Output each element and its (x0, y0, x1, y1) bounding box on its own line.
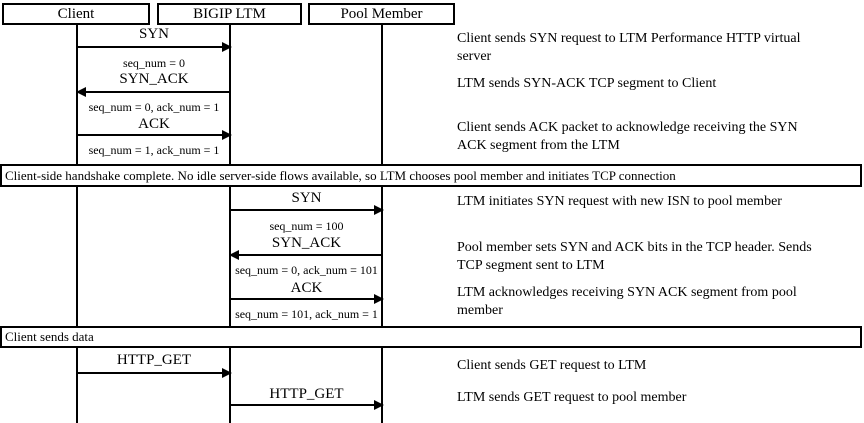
message-label-syn-ltm-pool: SYN (291, 190, 322, 206)
message-label-synack-pool-ltm: SYN_ACK (271, 235, 342, 251)
message-label-ack-ltm-pool: ACK (290, 280, 323, 296)
message-label-httpget-ltm-pool: HTTP_GET (269, 386, 344, 402)
actor-box-client: Client (2, 3, 150, 25)
message-detail-synack-ltm-client: seq_num = 0, ack_num = 1 (88, 100, 220, 114)
lifeline-client (76, 25, 78, 423)
actor-box-bigip-ltm: BIGIP LTM (157, 3, 302, 25)
message-label-httpget-client-ltm: HTTP_GET (116, 352, 192, 368)
lifeline-bigip-ltm (229, 25, 231, 423)
message-detail-syn-ltm-pool: seq_num = 100 (269, 219, 344, 233)
annotation-pool-synack: Pool member sets SYN and ACK bits in the… (457, 240, 812, 273)
message-detail-syn-client-ltm: seq_num = 0 (122, 56, 186, 70)
arrow-right-syn-ltm-pool (230, 209, 383, 211)
message-label-syn-client-ltm: SYN (138, 26, 169, 42)
arrow-right-syn-client-ltm (77, 46, 231, 48)
phase-banner-client-sends-data: Client sends data (0, 326, 862, 348)
message-detail-ack-ltm-pool: seq_num = 101, ack_num = 1 (235, 307, 378, 321)
annotation-client-get: Client sends GET request to LTM (457, 358, 647, 373)
arrow-right-httpget-ltm-pool (230, 404, 383, 406)
annotation-ltm-syn-pool: LTM initiates SYN request with new ISN t… (457, 194, 782, 209)
arrow-right-ack-client-ltm (77, 134, 231, 136)
annotation-ltm-ack-pool: LTM acknowledges receiving SYN ACK segme… (457, 285, 797, 318)
annotation-client-ack: Client sends ACK packet to acknowledge r… (457, 120, 798, 153)
message-detail-ack-client-ltm: seq_num = 1, ack_num = 1 (88, 143, 220, 157)
annotation-ltm-get-pool: LTM sends GET request to pool member (457, 390, 687, 405)
message-label-synack-ltm-client: SYN_ACK (119, 71, 189, 87)
annotation-ltm-synack: LTM sends SYN-ACK TCP segment to Client (457, 76, 717, 91)
arrow-right-httpget-client-ltm (77, 372, 231, 374)
message-label-ack-client-ltm: ACK (138, 116, 170, 132)
phase-banner-client-sends-data-text: Client sends data (5, 329, 94, 344)
arrow-right-ack-ltm-pool (230, 298, 383, 300)
arrow-left-synack-ltm-client (77, 91, 231, 93)
annotation-client-syn: Client sends SYN request to LTM Performa… (457, 31, 801, 64)
actor-label-pool-member: Pool Member (340, 5, 423, 22)
phase-banner-handshake-complete-text: Client-side handshake complete. No idle … (5, 167, 676, 183)
actor-box-pool-member: Pool Member (308, 3, 455, 25)
phase-banner-handshake-complete: Client-side handshake complete. No idle … (0, 164, 862, 187)
arrow-left-synack-pool-ltm (230, 254, 383, 256)
lifeline-pool-member (381, 25, 383, 423)
actor-label-client: Client (57, 5, 95, 22)
message-detail-synack-pool-ltm: seq_num = 0, ack_num = 101 (235, 263, 378, 277)
actor-label-bigip-ltm: BIGIP LTM (193, 5, 266, 22)
